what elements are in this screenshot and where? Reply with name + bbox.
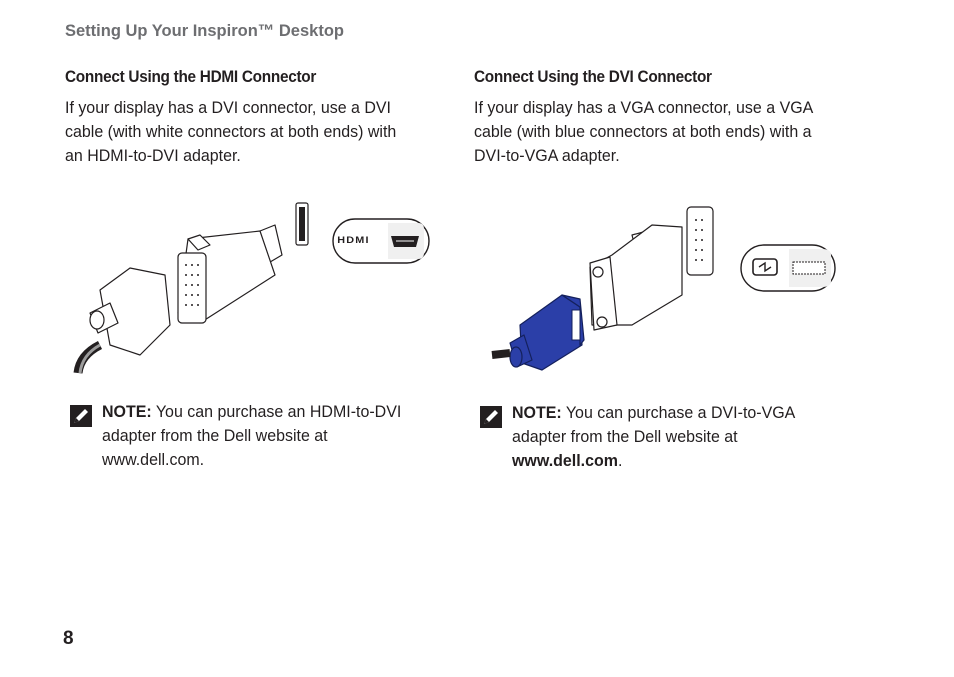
- hdmi-note-url: www.dell.com.: [102, 450, 205, 469]
- hdmi-section-heading: Connect Using the HDMI Connector: [65, 68, 317, 86]
- hdmi-note-line-1: You can purchase an HDMI-to-DVI: [151, 402, 402, 421]
- note-pencil-icon: [480, 406, 502, 428]
- dvi-section-body: If your display has a VGA connector, use…: [474, 96, 859, 168]
- page-number: 8: [63, 628, 74, 649]
- hdmi-note: NOTE: You can purchase an HDMI-to-DVI ad…: [70, 400, 430, 472]
- dvi-note-label: NOTE:: [512, 403, 562, 422]
- dvi-note-line-2: adapter from the Dell website at: [512, 427, 738, 446]
- dvi-to-vga-adapter-illustration: [491, 206, 836, 371]
- dvi-body-line-2: cable (with blue connectors at both ends…: [474, 122, 812, 141]
- dvi-section-heading: Connect Using the DVI Connector: [474, 68, 712, 86]
- hdmi-body-line-1: If your display has a DVI connector, use…: [65, 98, 391, 117]
- dvi-body-line-3: DVI-to-VGA adapter.: [474, 146, 620, 165]
- dvi-body-line-1: If your display has a VGA connector, use…: [474, 98, 814, 117]
- dvi-note-line-1: You can purchase a DVI-to-VGA: [561, 403, 796, 422]
- hdmi-note-line-2: adapter from the Dell website at: [102, 426, 328, 445]
- dvi-section: Connect Using the DVI Connector If your …: [474, 66, 864, 168]
- hdmi-body-line-3: an HDMI-to-DVI adapter.: [65, 146, 241, 165]
- hdmi-section-body: If your display has a DVI connector, use…: [65, 96, 450, 168]
- hdmi-to-dvi-adapter-illustration: [73, 202, 430, 374]
- dvi-note: NOTE: You can purchase a DVI-to-VGA adap…: [480, 401, 840, 473]
- dvi-note-end: .: [617, 451, 623, 470]
- dvi-note-url[interactable]: www.dell.com: [512, 451, 618, 470]
- hdmi-section: Connect Using the HDMI Connector If your…: [65, 66, 455, 168]
- hdmi-note-label: NOTE:: [102, 402, 152, 421]
- note-pencil-icon: [70, 405, 92, 427]
- hdmi-port-logo: HDMI: [337, 235, 370, 245]
- running-header: Setting Up Your Inspiron™ Desktop: [65, 22, 344, 40]
- hdmi-body-line-2: cable (with white connectors at both end…: [65, 122, 397, 141]
